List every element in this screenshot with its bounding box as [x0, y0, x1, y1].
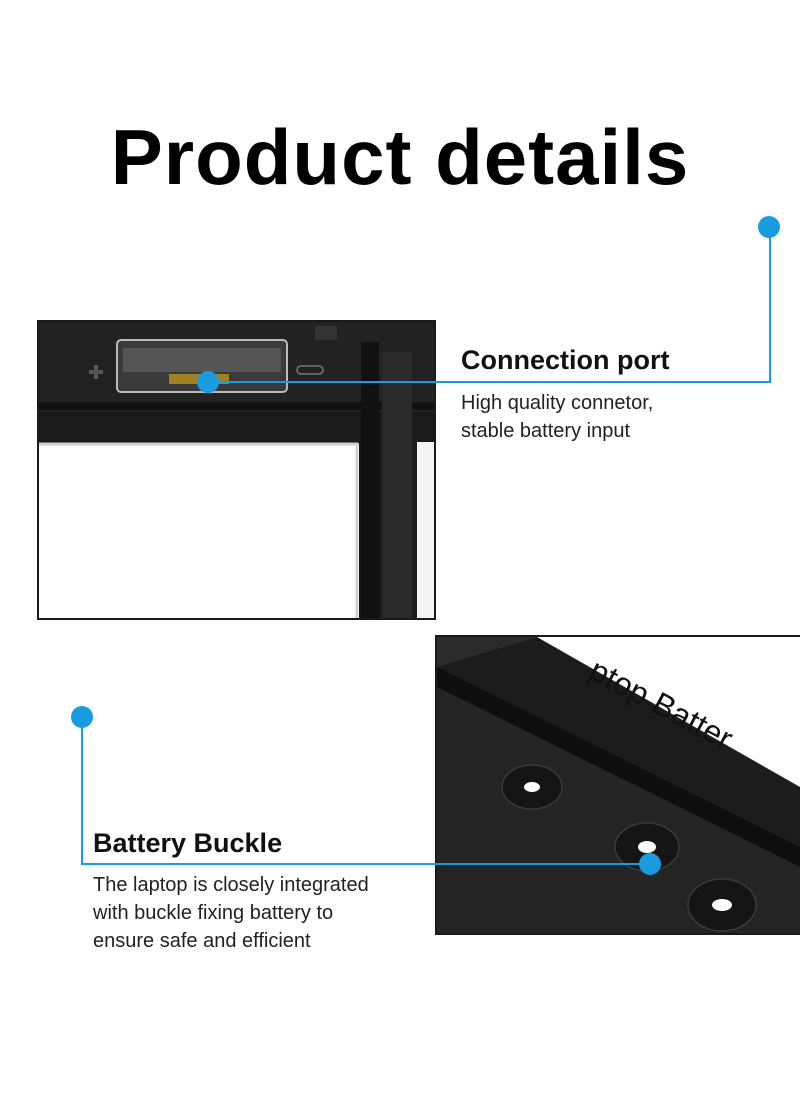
connection-port-label: Connection port — [461, 345, 670, 375]
connection-port-dot-end — [197, 371, 219, 393]
battery-buckle-photo: ptop Batter — [435, 635, 800, 935]
connection-port-dot-start — [758, 216, 780, 238]
description-line: High quality connetor, — [461, 392, 654, 414]
page-title: Product details — [110, 113, 690, 201]
description-line: The laptop is closely integrated — [93, 874, 369, 896]
description-line: stable battery input — [461, 420, 630, 442]
connection-port-leader — [208, 227, 771, 383]
connection-port-description: High quality connetor, stable battery in… — [461, 389, 653, 445]
connection-port-photo — [37, 320, 436, 620]
battery-buckle-leader — [81, 717, 650, 865]
description-line: with buckle fixing battery to — [93, 902, 334, 924]
battery-buckle-dot-end — [639, 853, 661, 875]
battery-buckle-label: Battery Buckle — [93, 828, 283, 858]
battery-buckle-description: The laptop is closely integrated with bu… — [93, 871, 369, 955]
battery-buckle-dot-start — [71, 706, 93, 728]
description-line: ensure safe and efficient — [93, 930, 311, 952]
